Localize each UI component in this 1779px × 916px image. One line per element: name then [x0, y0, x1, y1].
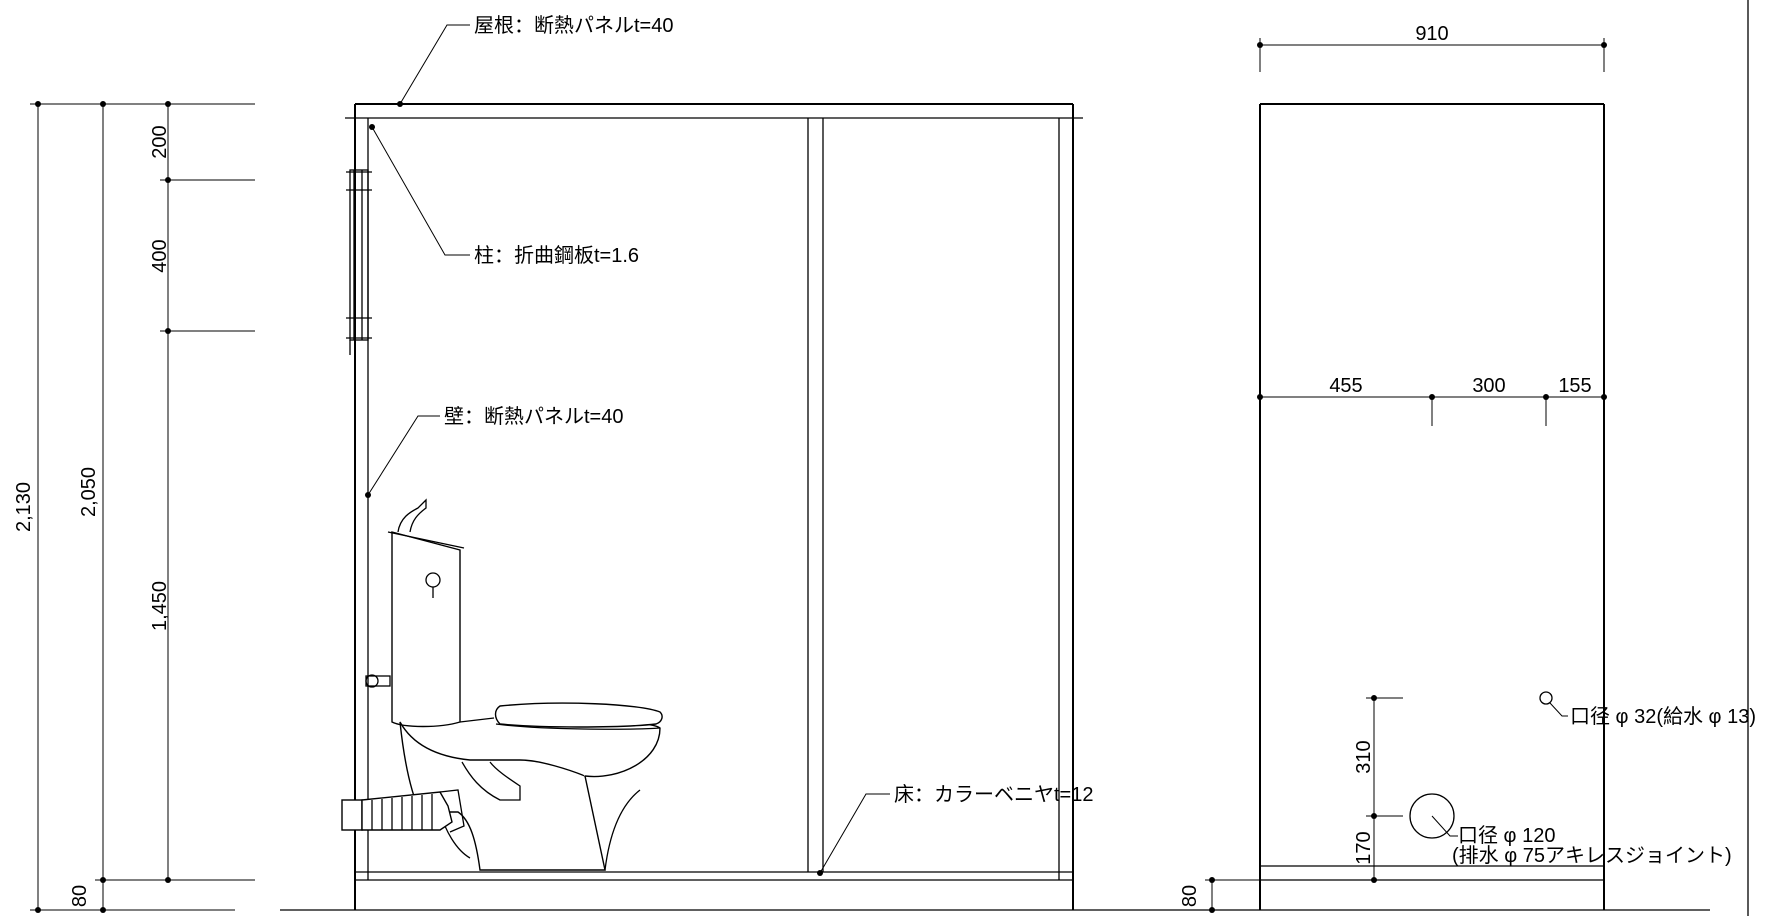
booth-front-elevation [280, 103, 1150, 911]
dim-base-right: 80 [1179, 885, 1201, 907]
dim-offset-right: 155 [1558, 375, 1591, 397]
dim-side-width: 910 [1415, 23, 1448, 45]
label-drain-hole-line2: (排水 φ 75アキレスジョイント) [1452, 844, 1732, 867]
dim-top-segment: 200 [149, 125, 171, 158]
side-offset-dimension [1257, 394, 1607, 426]
side-elevation [1150, 0, 1749, 916]
drain-hole [1409, 793, 1458, 839]
dim-total-height: 2,130 [13, 482, 35, 532]
dim-base-left: 80 [69, 885, 91, 907]
annotation-leaders [365, 24, 890, 876]
label-floor: 床：カラーベニヤt=12 [894, 783, 1093, 806]
label-supply-hole: 口径 φ 32(給水 φ 13) [1570, 705, 1756, 728]
toilet-fixture [341, 498, 663, 871]
vent-window [346, 169, 372, 355]
label-column: 柱：折曲鋼板t=1.6 [474, 244, 639, 267]
label-drain-hole-line1: 口径 φ 120 [1458, 824, 1555, 847]
side-width-dimension [1257, 38, 1607, 72]
label-wall: 壁：断熱パネルt=40 [444, 405, 623, 428]
left-dimension-chains: 2,130 2,050 200 400 1,450 80 [13, 101, 255, 913]
dim-offset-left: 455 [1329, 375, 1362, 397]
side-hole-height-dimension [1205, 695, 1403, 913]
dim-drain-height: 170 [1353, 831, 1375, 864]
dim-supply-height: 310 [1353, 740, 1375, 773]
dim-window-segment: 400 [149, 239, 171, 272]
label-roof: 屋根：断熱パネルt=40 [474, 14, 673, 37]
supply-hole [1539, 691, 1568, 717]
dim-lower-segment: 1,450 [149, 581, 171, 631]
dim-inner-height: 2,050 [78, 467, 100, 517]
dim-offset-mid: 300 [1472, 375, 1505, 397]
